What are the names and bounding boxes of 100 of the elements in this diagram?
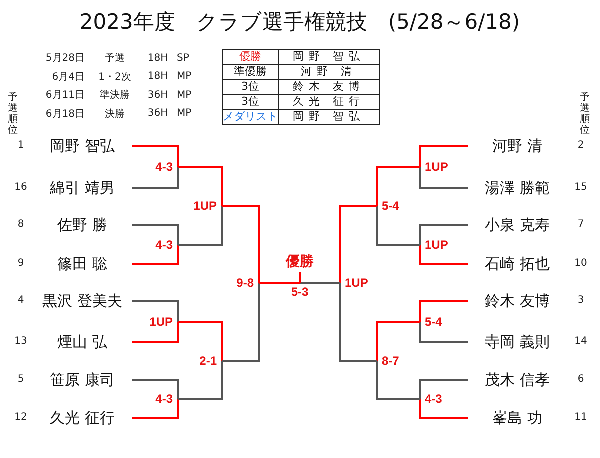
score-label: 1UP — [142, 314, 178, 330]
bracket-line — [419, 399, 468, 419]
bracket-line — [376, 206, 420, 246]
table-cell: 鈴木 友博 — [279, 80, 379, 95]
seed-number: 3 — [576, 294, 586, 308]
bracket-line — [132, 245, 179, 265]
player-name: 鈴木 友博 — [467, 290, 568, 312]
table-cell: 準優勝 — [223, 65, 279, 80]
schedule-text: 6月4日 — [51, 70, 86, 84]
bracket-line — [419, 167, 468, 189]
score-label: 4-3 — [142, 237, 178, 253]
table-cell-text: 岡野 智弘 — [292, 110, 366, 124]
player-name: 笹原 康司 — [32, 369, 133, 391]
bracket-line — [376, 321, 420, 361]
champion-label: 優勝 — [282, 252, 318, 272]
player-name: 茂木 信孝 — [467, 369, 568, 391]
seed-number: 8 — [16, 218, 26, 232]
bracket-line — [299, 282, 340, 284]
bracket-line — [132, 300, 179, 322]
column-heading: 予選順位 — [580, 92, 590, 136]
title: 2023年度 クラブ選手権競技 (5/28～6/18) — [78, 9, 522, 36]
seed-number: 9 — [16, 257, 26, 271]
player-name: 佐野 勝 — [32, 214, 133, 236]
player-name: 煙山 弘 — [32, 331, 133, 353]
score-label: 5-4 — [420, 314, 456, 330]
column-heading: 予選順位 — [8, 92, 18, 136]
score-label: 1UP — [420, 159, 456, 175]
score-label: 4-3 — [142, 159, 178, 175]
score-label: 9-8 — [223, 275, 259, 291]
seed-number: 15 — [574, 181, 588, 195]
bracket-line — [178, 361, 223, 400]
schedule-text: 36H — [146, 90, 170, 101]
bracket-line — [419, 300, 468, 322]
bracket-line — [419, 322, 468, 343]
table-cell: 河野 清 — [279, 65, 379, 80]
player-name: 湯澤 勝範 — [467, 177, 568, 199]
table-cell: 3位 — [223, 80, 279, 95]
schedule-text: MP — [176, 108, 193, 120]
bracket-line — [222, 283, 260, 362]
seed-number: 13 — [14, 335, 28, 349]
bracket-line — [376, 361, 420, 400]
bracket-line — [339, 283, 377, 362]
bracket-line — [339, 205, 377, 283]
bracket-line — [376, 166, 420, 206]
bracket-line — [132, 167, 179, 189]
player-name: 小泉 克寿 — [467, 214, 568, 236]
bracket-line — [132, 379, 179, 399]
score-label: 5-3 — [282, 284, 318, 300]
player-name: 峯島 功 — [467, 407, 568, 429]
bracket-line — [222, 205, 260, 283]
seed-number: 16 — [14, 181, 28, 195]
bracket-line — [299, 272, 301, 284]
bracket-line — [419, 145, 468, 167]
seed-number: 4 — [16, 294, 26, 308]
table-cell: 優勝 — [223, 50, 279, 65]
bracket-line — [419, 224, 468, 245]
score-label: 5-4 — [377, 198, 413, 214]
score-label: 1UP — [420, 237, 456, 253]
schedule-text: 予選 — [104, 52, 126, 66]
seed-number: 6 — [576, 373, 586, 387]
schedule-text: MP — [176, 71, 193, 82]
seed-number: 5 — [16, 373, 26, 387]
player-name: 黒沢 登美夫 — [32, 290, 133, 312]
player-name: 河野 清 — [467, 135, 568, 157]
seed-number: 14 — [574, 335, 588, 349]
player-name: 石崎 拓也 — [467, 253, 568, 275]
bracket-line — [132, 399, 179, 419]
schedule-text: 18H — [146, 71, 170, 82]
schedule-text: 5月28日 — [44, 52, 86, 66]
seed-number: 7 — [576, 218, 586, 232]
table-cell: メダリスト — [223, 110, 279, 124]
bracket-line — [132, 145, 179, 167]
bracket-line — [419, 379, 468, 399]
schedule-text: 36H — [146, 108, 170, 120]
player-name: 久光 征行 — [32, 407, 133, 429]
seed-number: 1 — [16, 139, 26, 153]
schedule-text: MP — [176, 90, 193, 101]
player-name: 寺岡 義則 — [467, 331, 568, 353]
table-cell: 久光 征行 — [279, 95, 379, 110]
seed-number: 10 — [574, 257, 588, 271]
bracket-line — [178, 206, 223, 246]
score-label: 1UP — [340, 275, 376, 291]
bracket-line — [132, 224, 179, 245]
schedule-text: 18H — [146, 52, 170, 64]
bracket-line — [259, 282, 301, 284]
seed-number: 11 — [574, 411, 588, 425]
table-cell: 岡野 智弘 — [279, 50, 379, 65]
player-name: 綿引 靖男 — [32, 177, 133, 199]
seed-number: 2 — [576, 139, 586, 153]
bracket-line — [178, 166, 223, 206]
player-name: 岡野 智弘 — [32, 135, 133, 157]
table-cell: 3位 — [223, 95, 279, 110]
bracket-line — [132, 322, 179, 343]
schedule-text: 1・2次 — [98, 70, 132, 84]
score-label: 2-1 — [186, 353, 222, 369]
score-label: 4-3 — [142, 391, 178, 407]
player-name: 篠田 聡 — [32, 253, 133, 275]
score-label: 1UP — [186, 198, 222, 214]
bracket-line — [178, 321, 223, 361]
schedule-text: 準決勝 — [99, 88, 131, 102]
